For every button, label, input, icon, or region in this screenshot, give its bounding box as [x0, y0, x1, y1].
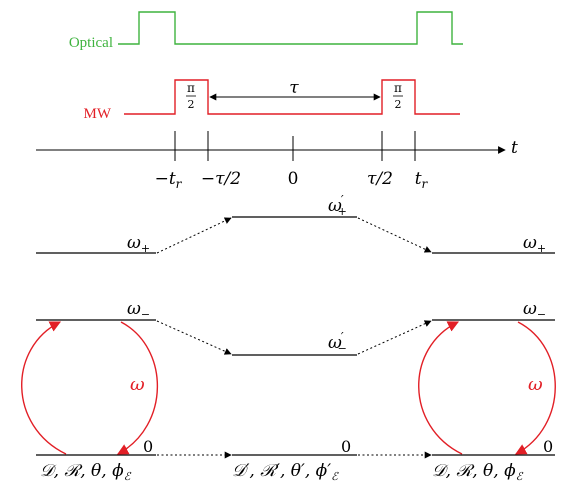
levels-right: ω+ ω− 0 𝒟, ℛ, θ, ϕℰ ω: [418, 233, 556, 483]
level-middle-zero-label: 0: [341, 437, 351, 456]
transition-label-right: ω: [528, 374, 543, 395]
level-right-minus-label: ω−: [523, 299, 546, 321]
params-right: 𝒟, ℛ, θ, ϕℰ: [432, 461, 524, 483]
transition-arrow-right-down: [515, 321, 556, 455]
params-left: 𝒟, ℛ, θ, ϕℰ: [40, 461, 132, 483]
connector-minus-left: [156, 320, 232, 355]
tick-label-neg-tr: −tr: [155, 169, 183, 191]
params-middle: 𝒟′, ℛ′, θ′, ϕ′ℰ: [232, 461, 339, 483]
connector-plus-left: [156, 217, 232, 254]
svg-text:−tr: −tr: [155, 169, 183, 191]
connector-plus-right: [357, 217, 432, 253]
optical-trace: Optical: [69, 11, 463, 51]
level-left-zero-label: 0: [143, 437, 153, 456]
mw-label: MW: [84, 106, 112, 122]
mw-trace: MW π 2 π 2 τ: [84, 78, 460, 122]
pulse-label-right: π 2: [393, 81, 403, 111]
tau-label: τ: [289, 78, 299, 98]
tick-label-tr: tr: [415, 169, 429, 191]
tick-label-zero: 0: [288, 169, 299, 189]
svg-text:2: 2: [188, 98, 195, 111]
svg-text:2: 2: [395, 98, 402, 111]
transition-arrow-right-up: [418, 321, 463, 455]
level-left-plus-label: ω+: [127, 233, 150, 255]
levels-left: ω+ ω− 0 𝒟, ℛ, θ, ϕℰ ω: [21, 233, 159, 483]
levels-middle: ω′+ ω′− 0 𝒟′, ℛ′, θ′, ϕ′ℰ: [232, 193, 357, 483]
time-axis: t −tr −τ/2 0 τ/2 tr: [36, 131, 518, 191]
transition-arrow-left-down: [117, 321, 159, 455]
optical-label: Optical: [69, 35, 113, 51]
mw-pulse-line: [124, 79, 460, 115]
level-left-minus-label: ω−: [127, 299, 150, 321]
svg-text:π: π: [187, 81, 195, 95]
svg-text:π: π: [394, 81, 402, 95]
level-right-zero-label: 0: [543, 437, 553, 456]
tick-label-neg-tau-half: −τ/2: [201, 169, 241, 189]
transition-arrow-left-up: [21, 321, 67, 455]
svg-text:tr: tr: [415, 169, 429, 191]
tick-label-tau-half: τ/2: [367, 169, 393, 189]
transition-label-left: ω: [130, 374, 145, 395]
connector-minus-right: [357, 320, 432, 355]
optical-pulse-line: [118, 11, 463, 45]
level-middle-plus-label: ω′+: [328, 193, 347, 218]
pulse-label-left: π 2: [186, 81, 196, 111]
level-right-plus-label: ω+: [523, 233, 546, 255]
time-axis-label: t: [511, 138, 518, 158]
level-middle-minus-label: ω′−: [328, 330, 347, 355]
level-connectors: [156, 217, 432, 459]
